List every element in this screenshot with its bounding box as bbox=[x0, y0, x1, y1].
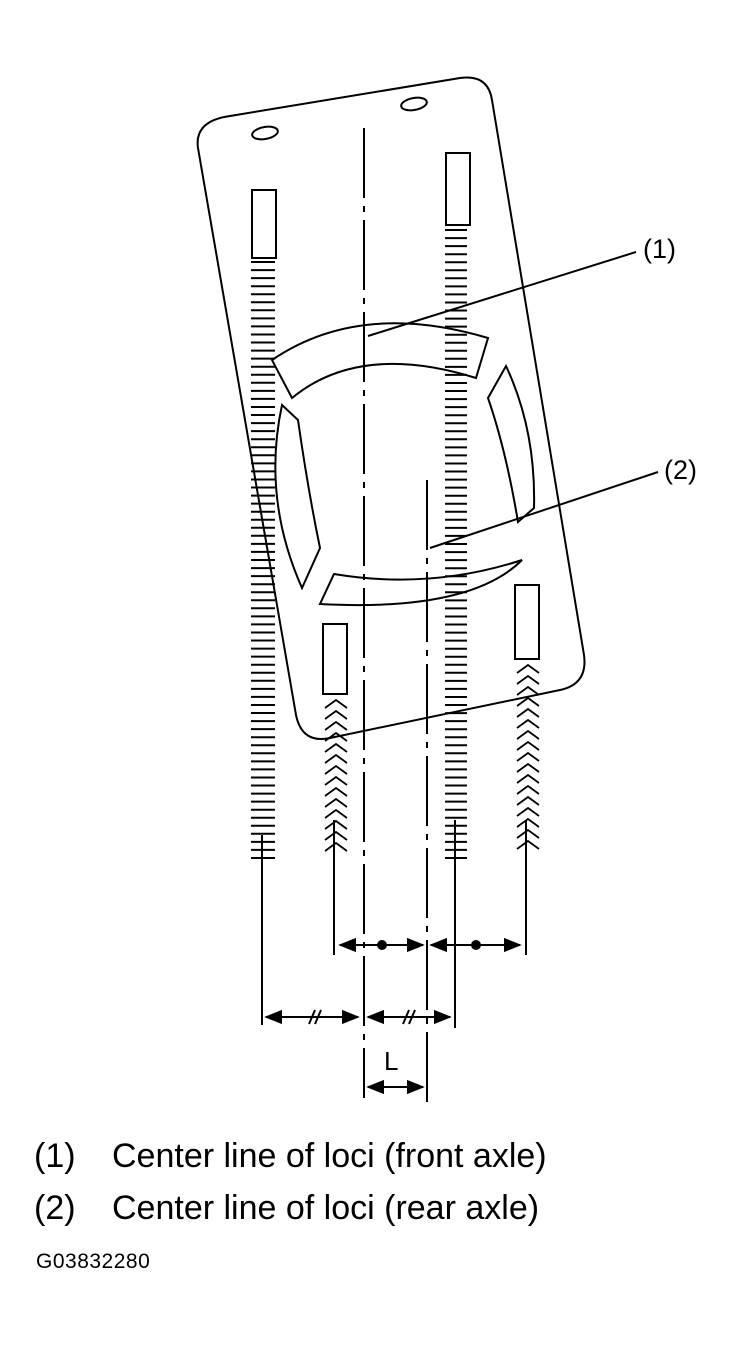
equal-mark-2a bbox=[402, 1009, 410, 1025]
left-inner-track-chevron bbox=[324, 841, 348, 852]
left-inner-track-chevron bbox=[324, 786, 348, 797]
legend-text-2: Center line of loci (rear axle) bbox=[112, 1189, 540, 1227]
legend-key-1: (1) bbox=[34, 1137, 76, 1175]
right-outer-track-chevron bbox=[516, 674, 540, 685]
cutout-arc-bottom bbox=[318, 559, 523, 607]
equal-dot-1 bbox=[377, 940, 387, 950]
right-outer-track-chevron bbox=[516, 773, 540, 784]
right-outer-track-chevron bbox=[516, 751, 540, 762]
plate-hole-left bbox=[251, 125, 279, 141]
slot-top-right bbox=[445, 152, 471, 226]
cutout-arc-right bbox=[486, 363, 536, 524]
equal-dot-2 bbox=[471, 940, 481, 950]
left-inner-track-chevron bbox=[324, 819, 348, 830]
right-outer-track-chevron bbox=[516, 740, 540, 751]
right-outer-track-chevron bbox=[516, 729, 540, 740]
legend-item-2: (2) Center line of loci (rear axle) bbox=[34, 1182, 547, 1234]
left-inner-track-chevron bbox=[324, 753, 348, 764]
legend-key-2: (2) bbox=[34, 1189, 76, 1227]
left-inner-track-chevron bbox=[324, 720, 348, 731]
left-inner-track-chevron bbox=[324, 742, 348, 753]
cutout-arc-left bbox=[274, 403, 322, 591]
cutout-arc-top bbox=[270, 322, 490, 400]
equal-mark-2b bbox=[408, 1009, 416, 1025]
left-inner-track-chevron bbox=[324, 808, 348, 819]
equal-mark-1a bbox=[308, 1009, 316, 1025]
legend: (1) Center line of loci (front axle) (2)… bbox=[34, 1130, 547, 1234]
slot-bottom-left bbox=[322, 623, 348, 695]
right-outer-track-chevron bbox=[516, 762, 540, 773]
callout-2-label: (2) bbox=[664, 455, 697, 485]
right-outer-track-chevron bbox=[516, 828, 540, 839]
turning-plate bbox=[196, 76, 586, 740]
callout-1-label: (1) bbox=[643, 234, 676, 264]
plate-hole-right bbox=[400, 96, 428, 112]
right-outer-track-chevron bbox=[516, 696, 540, 707]
left-inner-track-chevron bbox=[324, 709, 348, 720]
left-inner-track-chevron bbox=[324, 731, 348, 742]
left-inner-track-chevron bbox=[324, 797, 348, 808]
right-outer-track-chevron bbox=[516, 685, 540, 696]
right-outer-track-chevron bbox=[516, 707, 540, 718]
callout-2-leader bbox=[429, 471, 659, 549]
legend-text-1: Center line of loci (front axle) bbox=[112, 1137, 547, 1175]
left-inner-track-chevron bbox=[324, 764, 348, 775]
right-outer-track-chevron bbox=[516, 817, 540, 828]
legend-item-1: (1) Center line of loci (front axle) bbox=[34, 1130, 547, 1182]
tire-track-ticks bbox=[251, 229, 467, 859]
figure-id: G03832280 bbox=[36, 1250, 151, 1273]
left-inner-track-chevron bbox=[324, 775, 348, 786]
right-outer-track-chevron bbox=[516, 784, 540, 795]
right-outer-track-chevron bbox=[516, 718, 540, 729]
left-inner-track-chevron bbox=[324, 698, 348, 709]
right-outer-track-chevron bbox=[516, 663, 540, 674]
callout-1-leader bbox=[367, 251, 637, 337]
wheel-alignment-diagram: (1) (2) L bbox=[196, 76, 697, 1102]
right-outer-track-chevron bbox=[516, 795, 540, 806]
equal-mark-1b bbox=[314, 1009, 322, 1025]
tire-track-chevrons bbox=[324, 663, 540, 852]
left-inner-track-chevron bbox=[324, 830, 348, 841]
slot-bottom-right bbox=[514, 584, 540, 660]
right-outer-track-chevron bbox=[516, 806, 540, 817]
right-outer-track-chevron bbox=[516, 839, 540, 850]
dimension-label-l: L bbox=[384, 1046, 398, 1076]
slot-top-left bbox=[251, 189, 277, 259]
